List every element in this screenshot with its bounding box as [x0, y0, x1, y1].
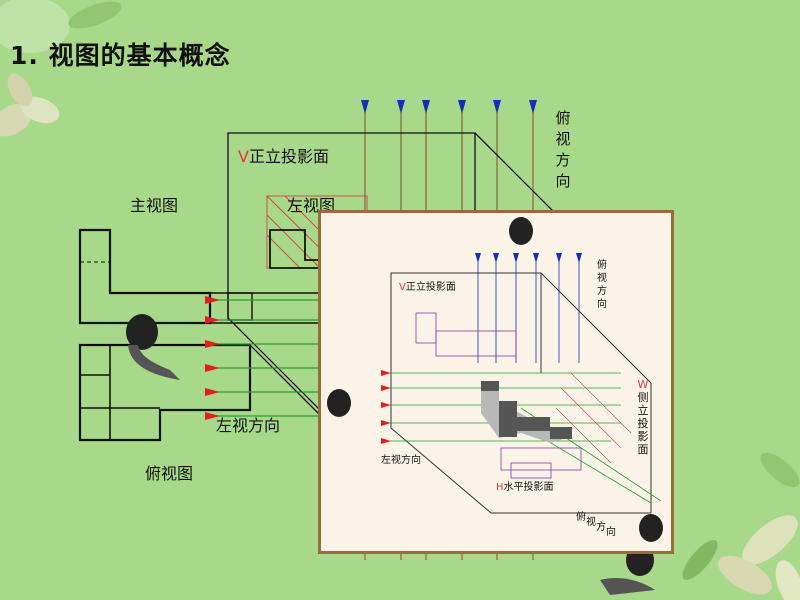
- inset-v-text: 正立投影面: [405, 282, 456, 293]
- top-direction-char: 俯: [555, 109, 571, 127]
- inset-bottom-direction-char: 俯: [576, 512, 586, 523]
- inset-bottom-direction-char: 方: [596, 522, 606, 533]
- inset-w-char: 面: [637, 443, 649, 456]
- top-direction-char: 视: [555, 130, 571, 148]
- top-direction-label: 俯 视 方 向: [555, 108, 571, 192]
- inset-bottom-direction-char: 向: [606, 527, 616, 538]
- inset-h-plane-label: H水平投影面: [496, 478, 554, 493]
- inset-w-char: 影: [637, 430, 649, 443]
- inset-w-char: 立: [637, 404, 649, 417]
- three-plane-diagram: [327, 217, 663, 542]
- page-title: 1. 视图的基本概念: [10, 41, 231, 70]
- inset-top-direction-label: 俯 视 方 向: [596, 259, 608, 311]
- v-plane-text: 正立投影面: [248, 147, 329, 166]
- inset-w-char: 侧: [637, 391, 649, 404]
- inset-left-direction-label: 左视方向: [381, 455, 421, 466]
- inset-top-direction-char: 方: [597, 286, 607, 297]
- v-plane-label: V正立投影面: [238, 143, 329, 167]
- inset-bottom-direction-label: 俯视方向: [576, 508, 616, 538]
- inset-w-plane-label: W 侧 立 投 影 面: [637, 378, 649, 456]
- left-direction-label: 左视方向: [216, 416, 281, 435]
- inset-h-letter: H: [496, 482, 504, 493]
- top-view-label: 俯视图: [145, 464, 194, 483]
- inset-h-text: 水平投影面: [503, 482, 554, 493]
- inset-top-direction-char: 向: [597, 299, 607, 310]
- inset-top-direction-char: 视: [597, 273, 607, 284]
- top-direction-char: 向: [555, 172, 571, 190]
- inset-v-letter: V: [399, 282, 406, 293]
- top-direction-char: 方: [555, 151, 571, 169]
- inset-top-direction-char: 俯: [597, 260, 607, 271]
- inset-bottom-direction-char: 视: [586, 517, 596, 528]
- front-view-label: 主视图: [130, 196, 179, 215]
- inset-v-plane-label: V正立投影面: [399, 278, 456, 293]
- projection-inset-panel: V正立投影面 俯 视 方 向 W 侧 立 投 影 面 左视方向 H水平投影面 俯…: [318, 210, 674, 554]
- inset-w-letter: W: [637, 378, 649, 391]
- inset-w-char: 投: [637, 417, 649, 430]
- v-plane-letter: V: [238, 147, 249, 166]
